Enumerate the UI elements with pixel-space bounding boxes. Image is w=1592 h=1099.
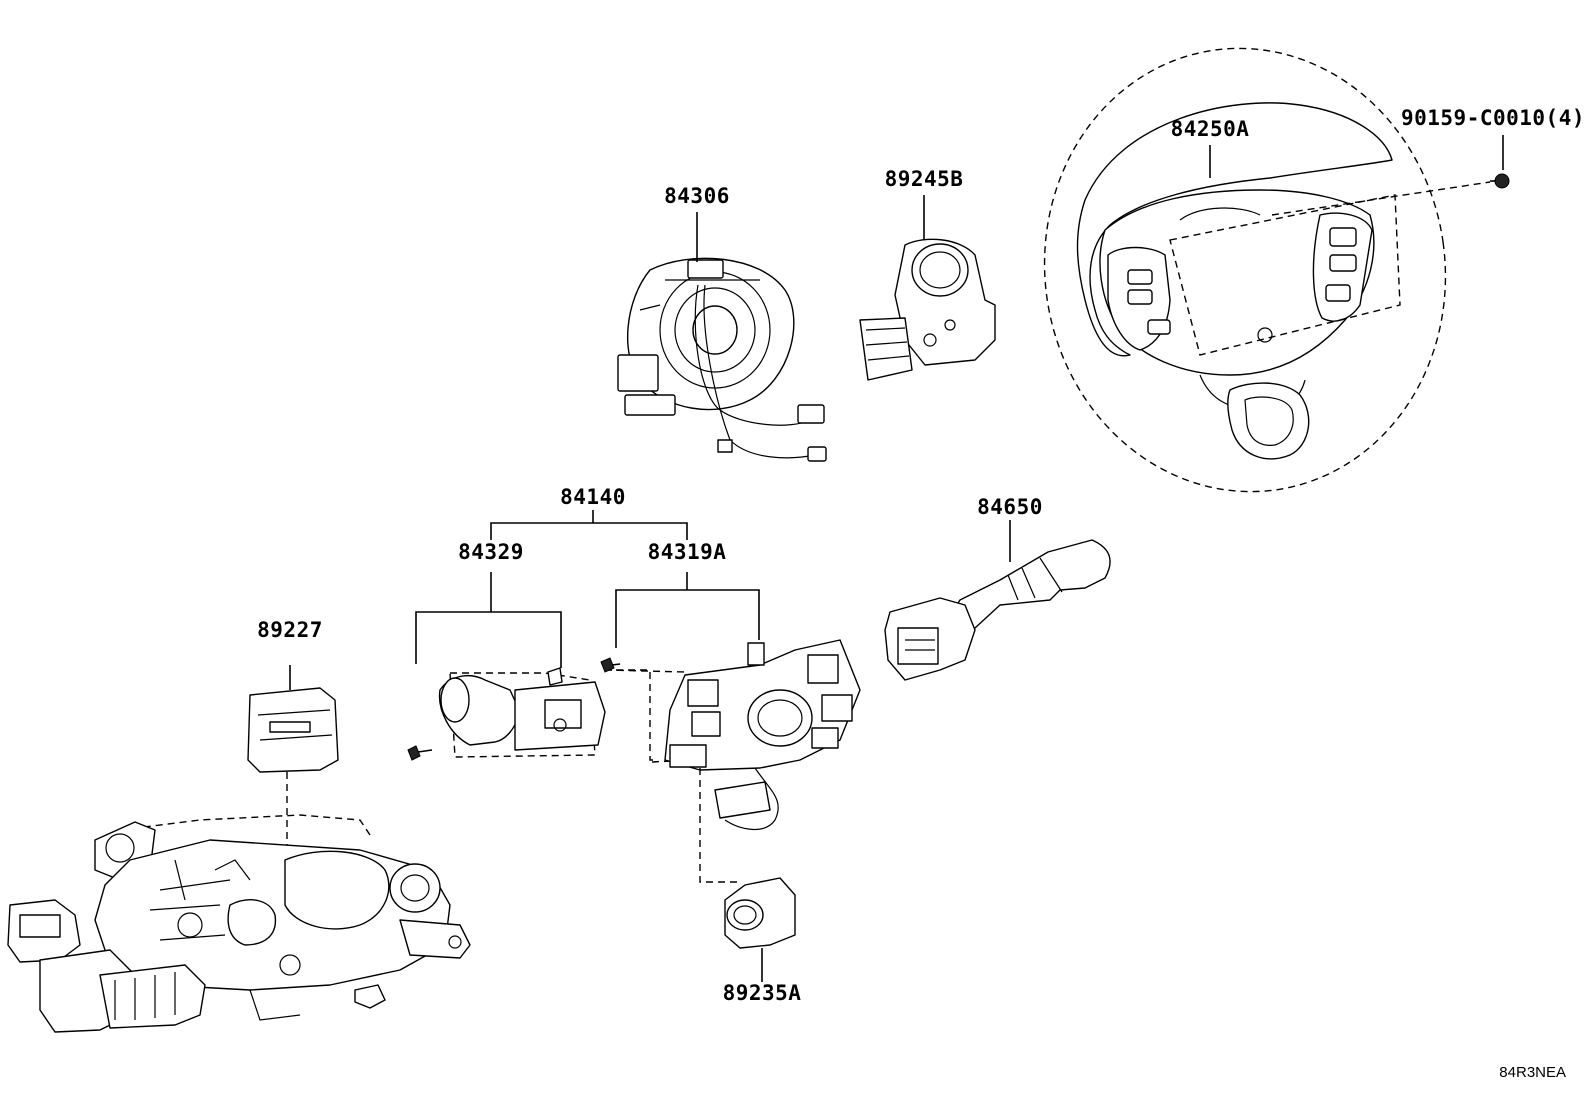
label-89227: 89227: [257, 618, 323, 642]
label-89245B: 89245B: [885, 167, 964, 191]
spiral-cable-84306: [617, 212, 827, 462]
label-84250A: 84250A: [1171, 117, 1250, 141]
assembly-bracket-84140: [490, 510, 688, 540]
label-90159-C0010: 90159-C0010(4): [1401, 106, 1585, 130]
label-84329: 84329: [458, 540, 524, 564]
lever-switch-84650: [884, 520, 1111, 681]
label-84306: 84306: [664, 184, 730, 208]
diagram-code: 84R3NEA: [1499, 1064, 1566, 1081]
steering-sensor-89245B: [859, 195, 996, 381]
steering-wheel-84250A: [1043, 47, 1491, 493]
label-84650: 84650: [977, 495, 1043, 519]
combination-switch-84319A: [600, 572, 861, 883]
bolt-90159-C0010: [1490, 135, 1510, 189]
steering-column: [7, 814, 471, 1033]
label-89235A: 89235A: [723, 981, 802, 1005]
wiper-switch-84329: [407, 572, 606, 761]
transponder-89227: [247, 665, 339, 870]
sensor-89235A: [724, 877, 796, 982]
label-84140: 84140: [560, 485, 626, 509]
label-84319A: 84319A: [648, 540, 727, 564]
